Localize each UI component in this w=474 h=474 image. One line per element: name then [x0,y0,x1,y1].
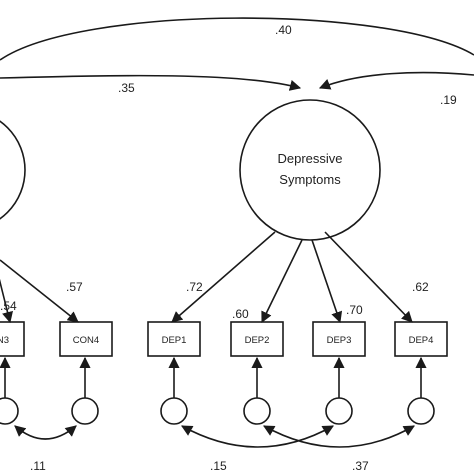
residual-circle-con4 [71,397,99,425]
indicator-label-con4: CON4 [73,335,99,346]
arc-left-path [0,74,302,91]
residual-circle-n3 [0,397,19,425]
left-latent-circle [0,120,26,220]
residual-corr-label-1: .11 [30,459,46,473]
coef-arc-left: .35 [118,81,135,95]
loading-label-dep2: .60 [232,307,249,321]
residual-circle-dep3 [325,397,353,425]
residual-circle-dep1 [160,397,188,425]
loading-label-con4: .57 [66,280,83,294]
loading-label-dep3: .70 [346,303,363,317]
loading-label-dep1: .72 [186,280,203,294]
residual-circle-dep2 [243,397,271,425]
loading-arrow-n3 [0,278,13,324]
arc-right-path [318,71,474,90]
indicator-box-dep1 [147,321,201,357]
latent-label-line2: Symptoms [279,172,341,187]
residual-corr-arc-1 [14,425,77,440]
indicator-label-n3: N3 [0,335,9,346]
residual-corr-label-3: .37 [352,459,369,473]
indicator-label-dep3: DEP3 [327,335,352,346]
indicator-box-n3 [0,321,25,357]
indicator-label-dep1: DEP1 [162,335,187,346]
residual-circle-dep4 [407,397,435,425]
loading-arrow-dep3 [311,239,343,324]
loading-arrow-con4 [0,259,79,323]
loading-arrow-dep4 [324,231,413,323]
loading-label-n3: .54 [0,299,17,313]
depressive-symptoms-circle [239,99,381,241]
loading-arrow-dep1 [171,231,276,323]
loading-label-dep4: .62 [412,280,429,294]
indicator-label-dep4: DEP4 [409,335,434,346]
coef-arc-outer: .40 [275,23,292,37]
latent-label-line1: Depressive [277,151,342,166]
indicator-box-dep3 [312,321,366,357]
indicator-box-dep2 [230,321,284,357]
residual-corr-label-2: .15 [210,459,227,473]
arc-outer-path [0,17,474,61]
coef-arc-right: .19 [440,93,457,107]
indicator-box-dep4 [394,321,448,357]
indicator-box-con4 [59,321,113,357]
loading-arrow-dep2 [261,239,303,324]
indicator-label-dep2: DEP2 [245,335,270,346]
residual-corr-arc-3 [263,425,415,448]
